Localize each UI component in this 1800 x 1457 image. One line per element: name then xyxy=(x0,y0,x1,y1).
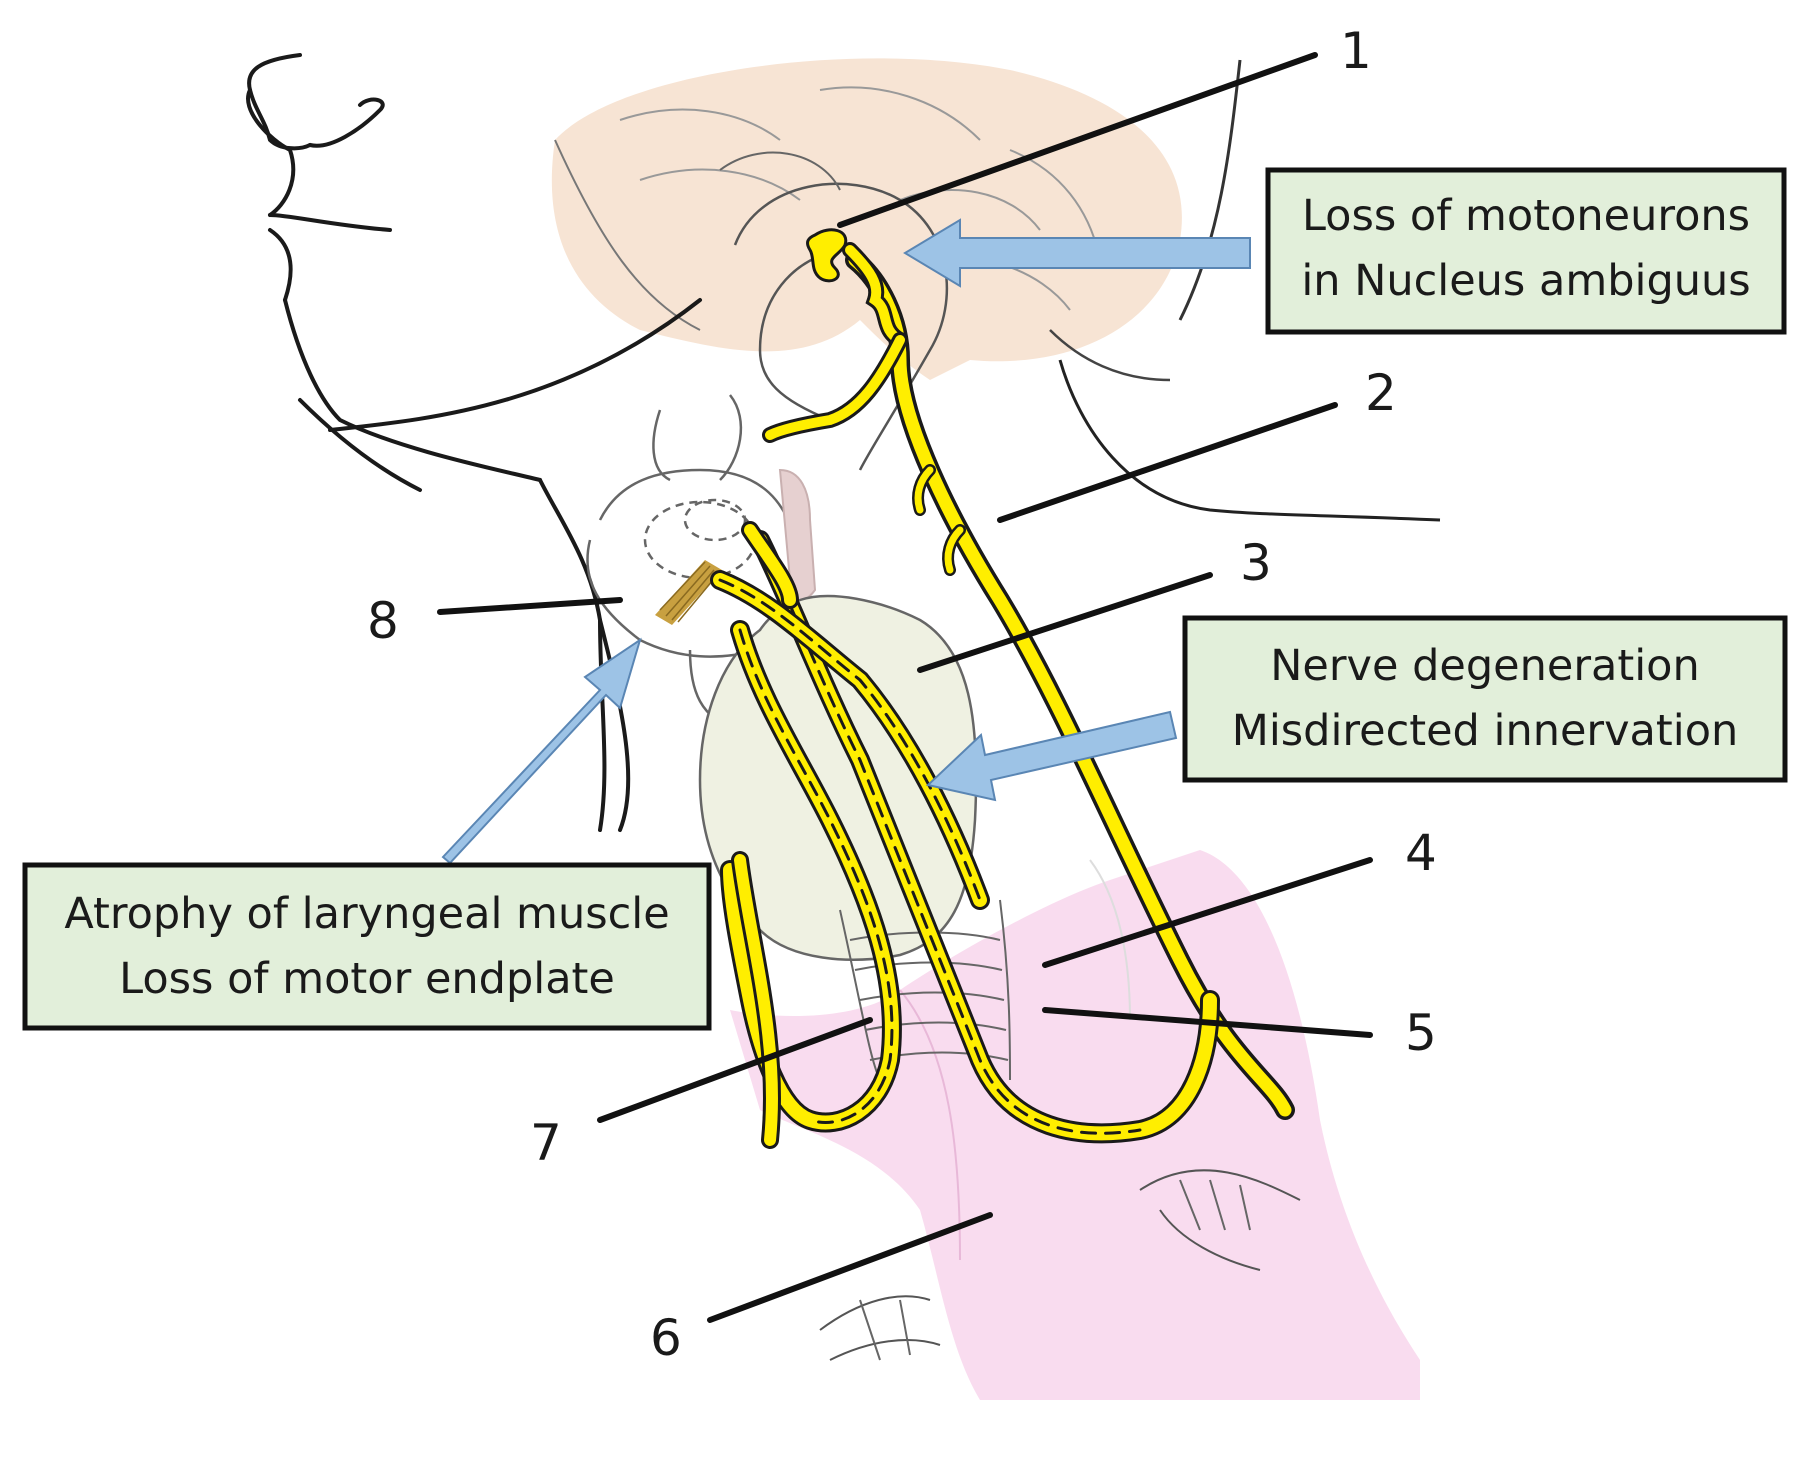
callout-nucleus-line-1: Loss of motoneurons xyxy=(1302,191,1750,241)
label-3: 3 xyxy=(1240,534,1272,592)
arrows xyxy=(441,218,1251,865)
arrow-to-nucleus xyxy=(903,218,1251,288)
arrow-to-muscle xyxy=(441,637,642,865)
callout-nerve: Nerve degeneration Misdirected innervati… xyxy=(1182,615,1788,783)
callout-muscle: Atrophy of laryngeal muscle Loss of moto… xyxy=(22,862,712,1031)
arrow-to-nerve xyxy=(925,710,1178,802)
brain xyxy=(551,58,1441,522)
face-profile xyxy=(246,53,702,832)
callout-muscle-line-2: Loss of motor endplate xyxy=(119,954,615,1004)
nucleus-ambiguus xyxy=(806,228,848,283)
label-7: 7 xyxy=(530,1114,562,1172)
label-6: 6 xyxy=(650,1309,682,1367)
laryngeal-muscle xyxy=(655,560,722,625)
label-4: 4 xyxy=(1405,824,1437,882)
callout-nerve-line-2: Misdirected innervation xyxy=(1232,706,1739,756)
callout-muscle-line-1: Atrophy of laryngeal muscle xyxy=(64,889,669,939)
callout-nucleus: Loss of motoneurons in Nucleus ambiguus xyxy=(1265,167,1787,335)
leader-lines xyxy=(437,52,1373,1323)
label-2: 2 xyxy=(1365,364,1397,422)
structure-numbers: 1 2 3 4 5 6 7 8 xyxy=(367,22,1437,1367)
callout-nucleus-line-2: in Nucleus ambiguus xyxy=(1301,256,1750,306)
label-5: 5 xyxy=(1405,1004,1437,1062)
callout-nerve-line-1: Nerve degeneration xyxy=(1270,641,1699,691)
label-8: 8 xyxy=(367,592,399,650)
label-1: 1 xyxy=(1340,22,1372,80)
